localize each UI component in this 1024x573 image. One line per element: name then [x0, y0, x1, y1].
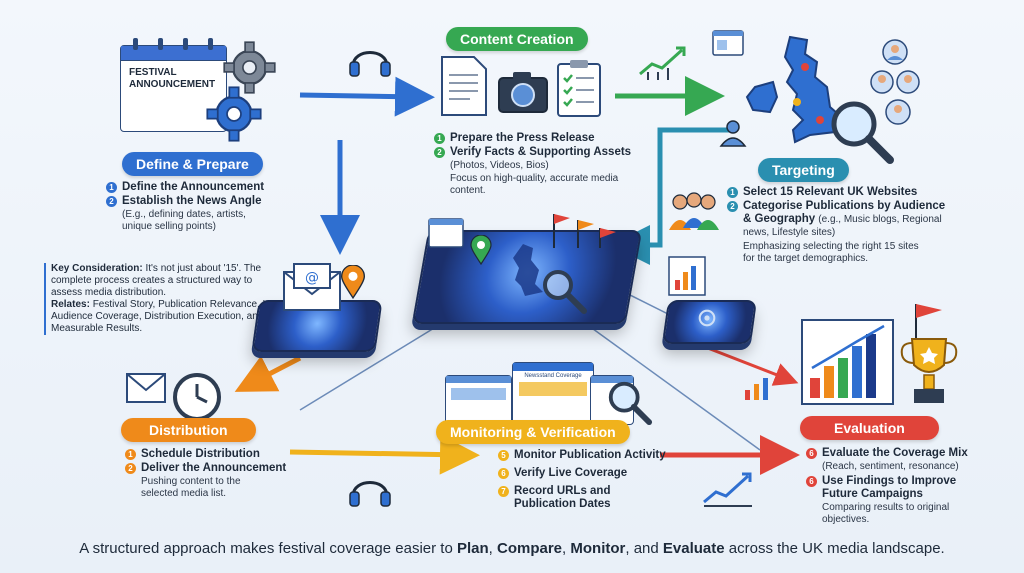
headphones-icon	[349, 51, 391, 77]
distribution-title: Distribution	[121, 418, 256, 442]
targeting-step-2: Categorise Publications by Audience & Ge…	[743, 200, 946, 225]
bar-chart-icon	[668, 256, 706, 296]
monitoring-step-3: Record URLs and Publication Dates	[514, 485, 611, 510]
user-group-icon	[719, 120, 747, 147]
targeting-step-2-detail: (e.g., Music blogs, Regional news, Lifes…	[743, 214, 942, 238]
evaluation-step-2: Use Findings to Improve Future Campaigns	[822, 475, 957, 500]
evaluation-title: Evaluation	[800, 416, 939, 440]
content-step-1: Prepare the Press Release	[450, 132, 595, 144]
email-icon	[126, 373, 166, 403]
key-consideration-box: Key Consideration: It's not just about '…	[44, 263, 283, 335]
gear-icon	[698, 309, 716, 327]
flag-icon	[553, 214, 616, 248]
targeting-note: Emphasizing selecting the right 15 sites…	[743, 241, 919, 264]
define-prepare-title: Define & Prepare	[122, 152, 263, 176]
svg-text:@: @	[305, 270, 319, 286]
flag-icon	[915, 304, 942, 338]
monitoring-title: Monitoring & Verification	[436, 420, 630, 444]
gear-icon	[206, 86, 262, 142]
monitoring-step-1: Monitor Publication Activity	[514, 449, 666, 461]
clock-icon	[173, 373, 221, 421]
distribution-step-1: Schedule Distribution	[141, 448, 260, 460]
calendar-icon	[133, 38, 213, 50]
uk-map-icon	[745, 35, 847, 144]
magnifier-icon	[608, 381, 653, 426]
evaluation-step-1: Evaluate the Coverage Mix	[822, 447, 968, 459]
magnifier-icon	[543, 270, 587, 314]
targeting-title: Targeting	[758, 158, 849, 182]
email-icon: @	[283, 263, 341, 311]
browser-icon	[445, 375, 512, 425]
growth-chart-icon	[639, 46, 686, 80]
newsstand-label: Newsstand Coverage	[524, 373, 582, 379]
evaluation-step-1-detail: (Reach, sentiment, resonance)	[822, 461, 959, 472]
footer-tagline: A structured approach makes festival cov…	[79, 540, 945, 557]
content-step-2: Verify Facts & Supporting Assets	[450, 146, 632, 158]
user-group-icon	[870, 39, 920, 125]
trophy-icon	[900, 338, 958, 403]
distribution-step-2: Deliver the Announcement	[141, 462, 287, 474]
define-step-2: Establish the News Angle	[122, 195, 262, 207]
evaluation-note: Comparing results to original objectives…	[822, 502, 950, 525]
monitoring-step-2: Verify Live Coverage	[514, 467, 628, 479]
browser-icon	[712, 30, 744, 56]
browser-icon	[428, 218, 464, 248]
content-creation-title: Content Creation	[446, 27, 588, 51]
content-step-2-detail: (Photos, Videos, Bios)	[450, 160, 549, 171]
calendar-label: FESTIVAL ANNOUNCEMENT	[129, 67, 216, 90]
magnifier-icon	[831, 101, 894, 164]
newsstand-browser: Newsstand Coverage	[512, 362, 594, 426]
bar-chart-icon	[745, 378, 768, 400]
location-pin-icon	[470, 235, 492, 265]
uk-map-icon	[513, 244, 543, 296]
location-pin-icon	[340, 265, 366, 299]
distribution-note: Pushing content to the selected media li…	[141, 476, 241, 499]
define-step-1: Define the Announcement	[122, 181, 265, 193]
document-icon	[441, 56, 487, 116]
define-step-2-detail: (E.g., defining dates, artists, unique s…	[122, 209, 246, 232]
headphones-icon	[349, 481, 391, 507]
camera-icon	[498, 72, 548, 113]
checklist-icon	[557, 60, 601, 117]
user-group-icon	[669, 192, 719, 230]
growth-chart-icon	[703, 472, 752, 507]
targeting-step-1: Select 15 Relevant UK Websites	[743, 186, 918, 198]
bar-chart-icon	[801, 319, 894, 405]
gear-icon	[223, 41, 276, 94]
content-note: Focus on high-quality, accurate media co…	[450, 173, 619, 196]
